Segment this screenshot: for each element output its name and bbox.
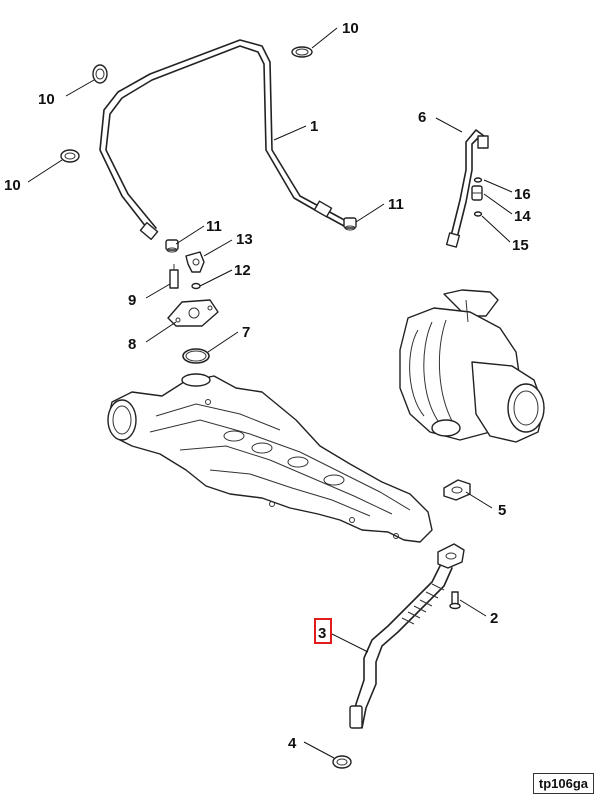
manifold-housing xyxy=(107,373,433,543)
oil-feed-line-part-6 xyxy=(445,129,489,248)
flange-plate-part-8 xyxy=(167,299,219,327)
hose-clamp-top xyxy=(291,46,313,58)
callout-15: 15 xyxy=(512,237,529,254)
callout-3: 3 xyxy=(318,625,326,642)
callout-8: 8 xyxy=(128,336,136,353)
hose-part-1 xyxy=(99,39,349,241)
leader-lines xyxy=(27,27,513,759)
callout-10-left-upper: 10 xyxy=(38,91,55,108)
o-ring-part-7 xyxy=(182,348,210,364)
gasket-part-5 xyxy=(443,479,471,501)
fitting-part-16 xyxy=(473,177,483,183)
hose-clamp-left-upper xyxy=(92,64,108,84)
washer-part-15 xyxy=(473,211,483,217)
sensor-part-9 xyxy=(169,264,179,289)
callout-13: 13 xyxy=(236,231,253,248)
callout-4: 4 xyxy=(288,735,297,752)
callout-5: 5 xyxy=(498,502,506,519)
callout-2: 2 xyxy=(490,610,498,627)
callout-14: 14 xyxy=(514,208,531,225)
bolt-part-2 xyxy=(449,591,461,610)
turbocharger xyxy=(399,289,545,443)
callout-7: 7 xyxy=(242,324,250,341)
hose-clamp-part-4 xyxy=(332,755,352,769)
elbow-fitting-part-13 xyxy=(185,251,205,273)
highlighted-callout-box xyxy=(314,618,332,644)
hose-clamp-left-lower xyxy=(60,149,80,163)
oil-drain-tube-part-3 xyxy=(349,543,465,729)
callout-11-left: 11 xyxy=(206,218,222,235)
callouts: 10 10 10 1 6 16 14 15 11 11 13 12 9 8 7 … xyxy=(4,20,531,752)
callout-1: 1 xyxy=(310,118,318,135)
callout-16: 16 xyxy=(514,186,531,203)
callout-12: 12 xyxy=(234,262,251,279)
callout-6: 6 xyxy=(418,109,426,126)
callout-10-left-lower: 10 xyxy=(4,177,21,194)
fitting-part-11-right xyxy=(343,217,357,231)
callout-9: 9 xyxy=(128,292,136,309)
washer-part-12 xyxy=(191,282,201,290)
fitting-part-11-left xyxy=(165,239,179,253)
callout-11-right: 11 xyxy=(388,196,404,213)
callout-10-top: 10 xyxy=(342,20,359,37)
fitting-part-14 xyxy=(471,185,483,201)
reference-code-label: tp106ga xyxy=(532,773,594,794)
